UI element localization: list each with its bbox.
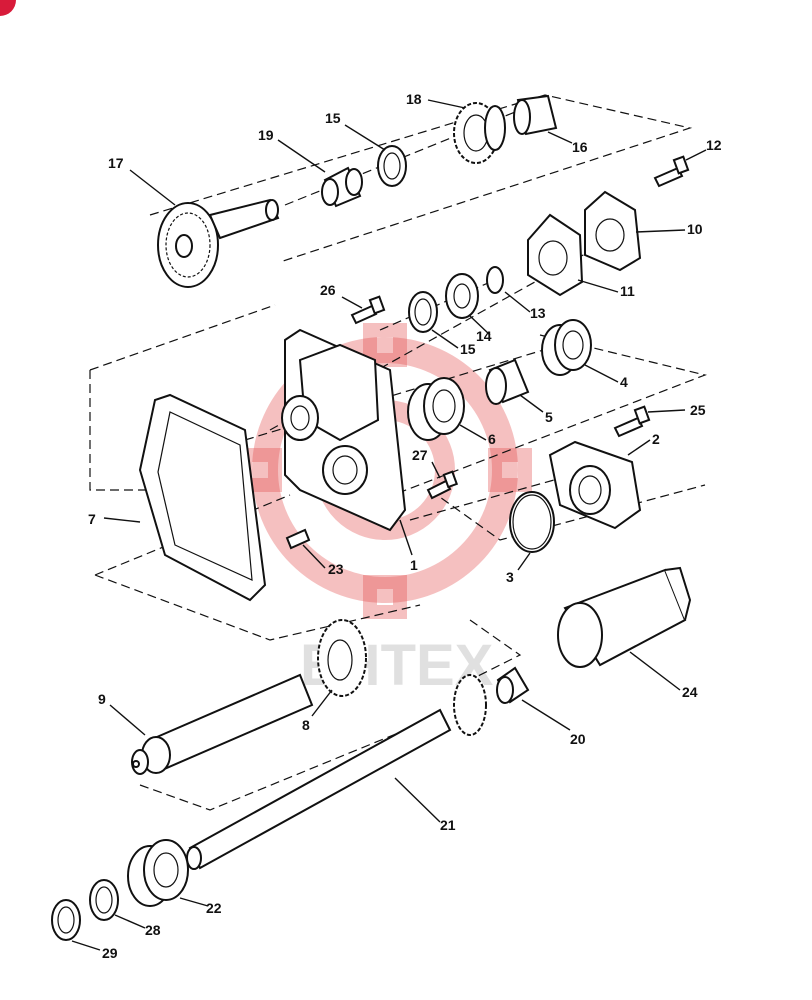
callout-22: 22	[206, 900, 222, 916]
part-29-washer	[51, 899, 81, 941]
part-13-ring	[486, 266, 504, 294]
part-15-washer-mid	[408, 291, 438, 333]
callout-15-top: 15	[325, 110, 341, 126]
part-1-housing	[281, 328, 407, 532]
part-17-gear-shaft	[157, 198, 280, 288]
callout-labels: 17 19 15 18 16 12 10 11 13 14 15 26 4 5 …	[88, 91, 722, 961]
part-14-bearing	[445, 273, 479, 319]
callout-14: 14	[476, 328, 492, 344]
callout-24: 24	[682, 684, 698, 700]
callout-11: 11	[620, 283, 635, 299]
part-8-gear	[317, 619, 367, 697]
part-22-bearing	[127, 839, 189, 907]
part-28-washer	[89, 879, 119, 921]
part-2-cover	[548, 440, 642, 530]
callout-3: 3	[506, 569, 514, 585]
part-19-bearing	[321, 166, 363, 208]
callout-7: 7	[88, 511, 96, 527]
callout-5: 5	[545, 409, 553, 425]
callout-15-mid: 15	[460, 341, 476, 357]
part-18-gear	[453, 102, 506, 164]
callout-13: 13	[530, 305, 546, 321]
part-9-splined-shaft	[131, 673, 314, 775]
part-15-washer-top	[377, 145, 407, 187]
callout-9: 9	[98, 691, 106, 707]
corner-badge	[0, 0, 16, 16]
callout-16: 16	[572, 139, 588, 155]
part-16-sleeve	[513, 94, 558, 136]
part-12-bolt	[653, 155, 690, 188]
part-10-cover-plate	[584, 190, 642, 272]
callout-2: 2	[652, 431, 660, 447]
part-26-bolt	[350, 295, 386, 325]
part-20-bearing	[496, 666, 530, 704]
part-21-main-shaft	[186, 674, 487, 870]
callout-23: 23	[328, 561, 344, 577]
part-5-sleeve	[485, 358, 530, 405]
callout-8: 8	[302, 717, 310, 733]
callout-26: 26	[320, 282, 336, 298]
part-3-o-ring	[509, 491, 555, 553]
callout-27: 27	[412, 447, 428, 463]
part-25-bolt	[613, 405, 651, 438]
callout-25: 25	[690, 402, 706, 418]
part-6-bearing	[407, 377, 465, 441]
callout-21: 21	[440, 817, 456, 833]
callout-6: 6	[488, 431, 496, 447]
callout-20: 20	[570, 731, 586, 747]
callout-12: 12	[706, 137, 722, 153]
part-11-gasket	[527, 213, 584, 297]
part-27-bolt	[426, 470, 459, 500]
callout-4: 4	[620, 374, 628, 390]
part-23-pin	[285, 528, 311, 550]
callout-19: 19	[258, 127, 274, 143]
callout-28: 28	[145, 922, 161, 938]
callout-1: 1	[410, 557, 418, 573]
callout-29: 29	[102, 945, 118, 961]
part-7-gasket	[138, 393, 267, 602]
callout-10: 10	[687, 221, 703, 237]
part-4-seal	[541, 319, 592, 376]
callout-18: 18	[406, 91, 422, 107]
leader-lines	[71, 99, 707, 951]
part-24-sleeve-housing	[557, 566, 692, 668]
callout-17: 17	[108, 155, 124, 171]
